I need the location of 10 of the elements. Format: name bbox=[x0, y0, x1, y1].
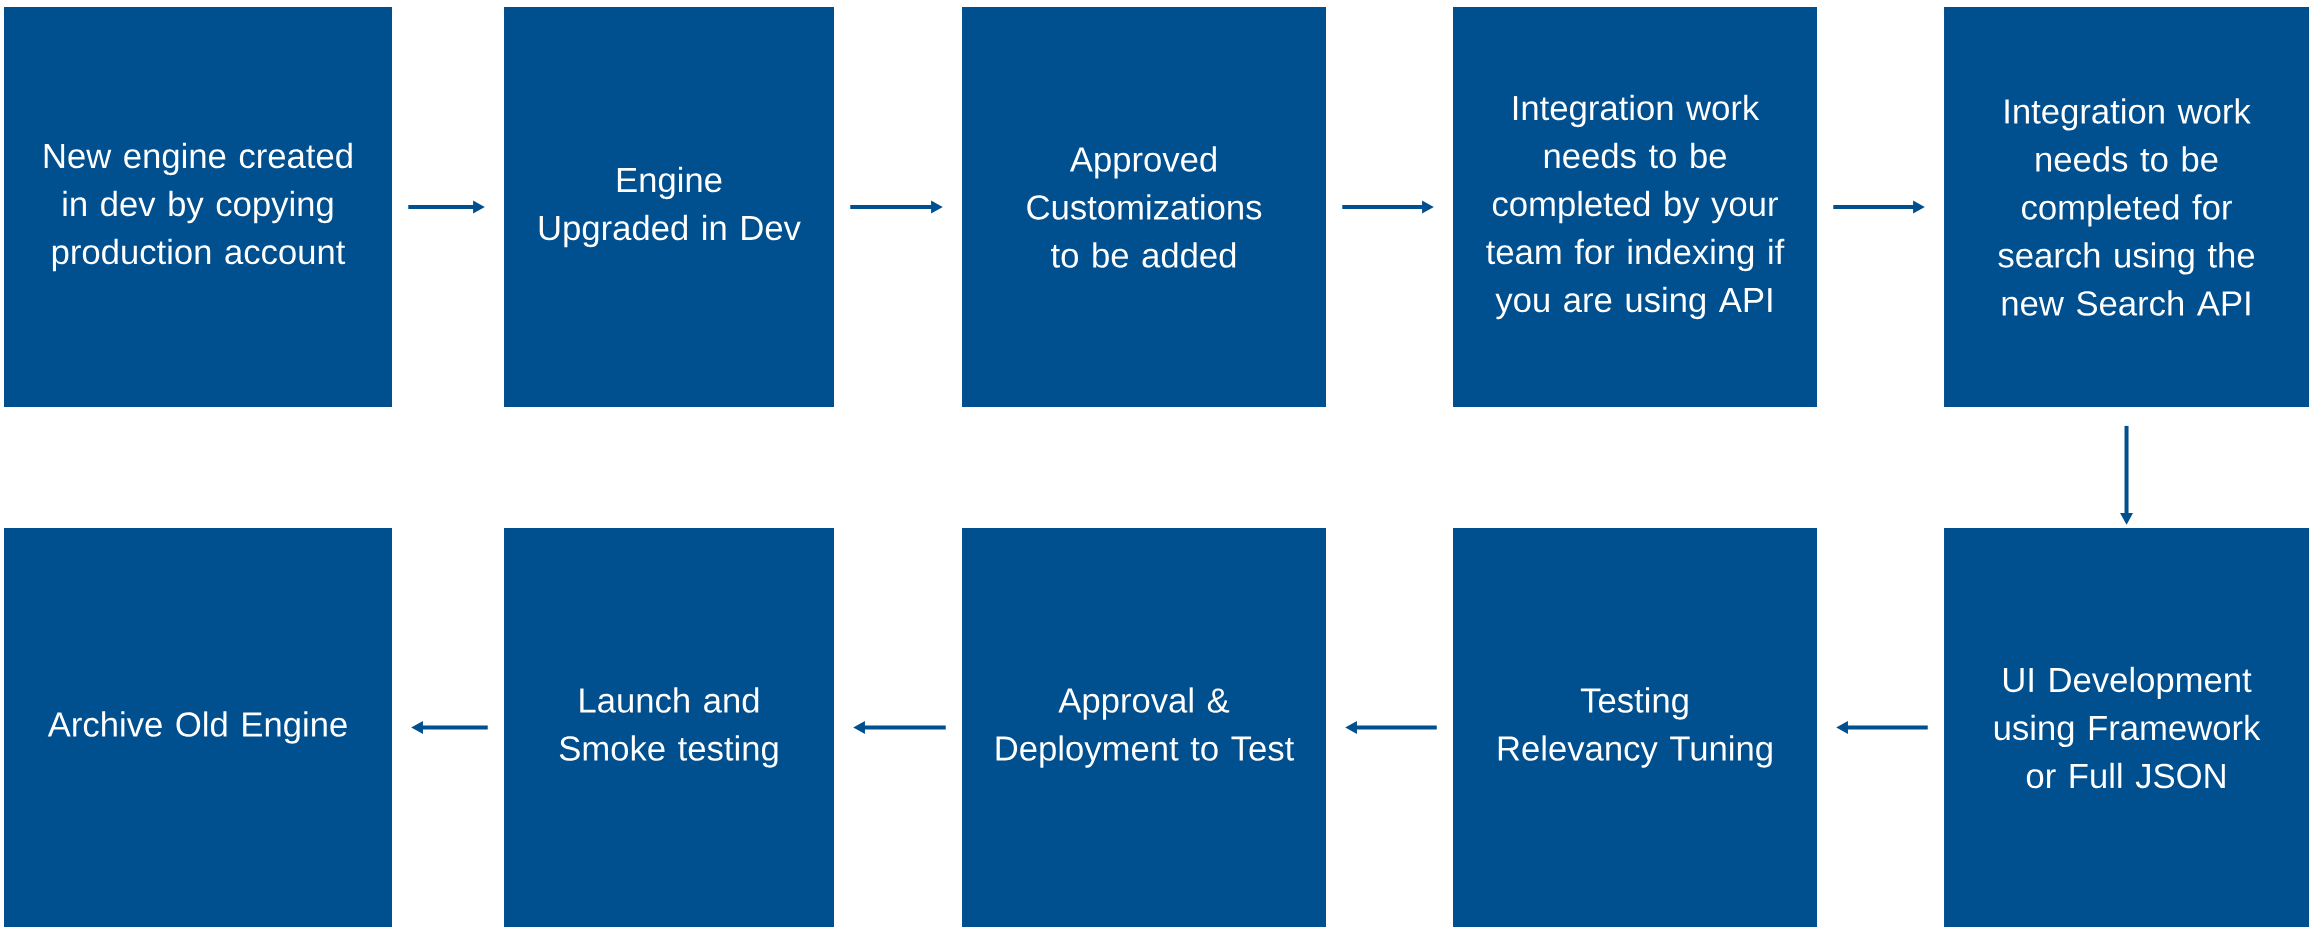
process-box: Testing Relevancy Tuning bbox=[1453, 528, 1817, 927]
process-box: New engine created in dev by copying production account bbox=[4, 7, 392, 407]
process-box: Integration work needs to be completed by your team for indexing if you are using API bbox=[1453, 7, 1817, 407]
process-box: Integration work needs to be completed for search using the new Search API bbox=[1944, 7, 2310, 407]
process-box: Launch and Smoke testing bbox=[504, 528, 834, 927]
process-box: UI Development using Framework or Full JSON bbox=[1944, 528, 2310, 927]
process-box: Archive Old Engine bbox=[4, 528, 392, 927]
process-box: Engine Upgraded in Dev bbox=[504, 7, 834, 407]
process-box: Approved Customizations to be added bbox=[962, 7, 1326, 407]
process-box: Approval & Deployment to Test bbox=[962, 528, 1326, 927]
